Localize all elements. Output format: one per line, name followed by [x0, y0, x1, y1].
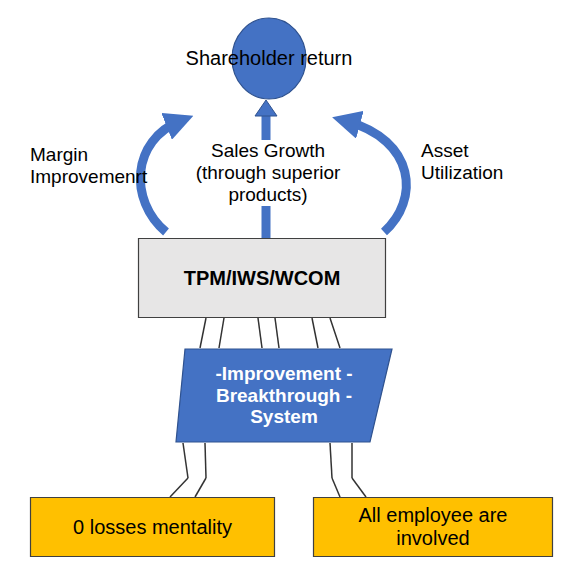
side-label: Margin Improvemenrt	[30, 144, 155, 188]
node-text: 0 losses mentality	[35, 516, 270, 539]
node-text: All employee are involved	[333, 504, 533, 550]
node-text: -Improvement -Breakthrough -System	[212, 363, 357, 429]
target-circle: Shareholder return	[231, 17, 307, 100]
side-label: Asset Utilization	[421, 140, 536, 184]
foundation-box: All employee are involved	[313, 497, 553, 557]
node-text: Shareholder return	[159, 47, 379, 70]
foundation-box: 0 losses mentality	[30, 497, 275, 557]
method-box: TPM/IWS/WCOM	[138, 238, 386, 318]
edge-label: Sales Growth (through superior products)	[179, 140, 357, 206]
node-text: TPM/IWS/WCOM	[142, 267, 382, 290]
pillar-parallelogram: -Improvement -Breakthrough -System	[175, 348, 393, 443]
